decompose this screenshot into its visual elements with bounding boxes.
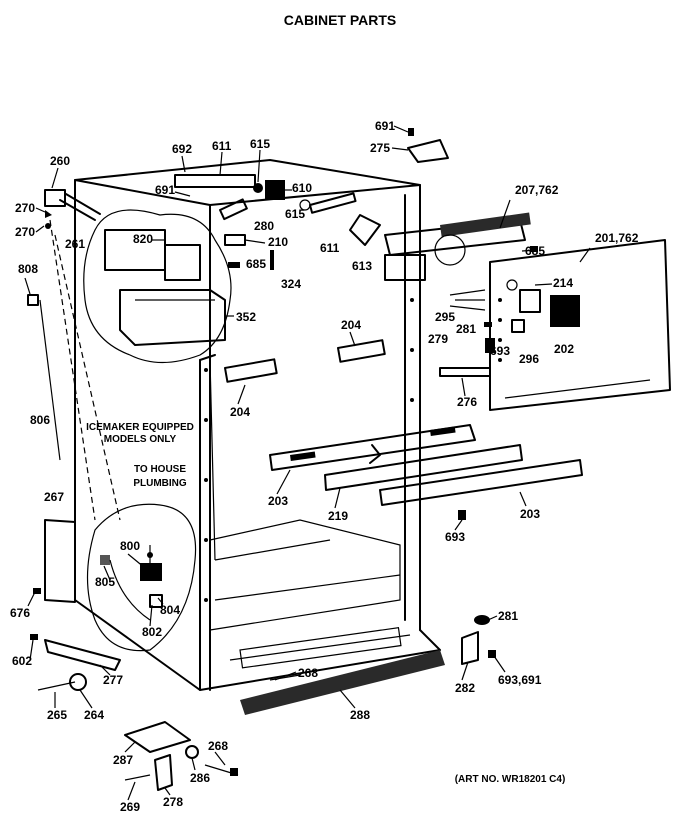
label-805: 805 bbox=[95, 575, 115, 589]
bottom-hinge-parts bbox=[124, 721, 239, 791]
label-602: 602 bbox=[12, 654, 32, 668]
label-281: 281 bbox=[456, 322, 476, 336]
label-268: 268 bbox=[298, 666, 318, 680]
label-278: 278 bbox=[163, 795, 183, 809]
grille bbox=[240, 650, 445, 715]
label-691: 691 bbox=[155, 183, 175, 197]
plumbing-note: TO HOUSE PLUMBING bbox=[133, 464, 187, 489]
label-693-691: 693,691 bbox=[498, 673, 542, 687]
label-270: 270 bbox=[15, 201, 35, 215]
label-286: 286 bbox=[190, 771, 210, 785]
label-806: 806 bbox=[30, 413, 50, 427]
note-house-line1: TO HOUSE bbox=[134, 464, 186, 475]
label-804: 804 bbox=[160, 603, 180, 617]
label-207-762: 207,762 bbox=[515, 183, 559, 197]
diagram-title: CABINET PARTS bbox=[284, 12, 397, 28]
part-labels: 691 275 692 611 615 260 691 610 207,762 … bbox=[10, 119, 639, 814]
label-808: 808 bbox=[18, 262, 38, 276]
label-615: 615 bbox=[250, 137, 270, 151]
label-214: 214 bbox=[553, 276, 573, 290]
label-820: 820 bbox=[133, 232, 153, 246]
label-276: 276 bbox=[457, 395, 477, 409]
label-277: 277 bbox=[103, 673, 123, 687]
label-295: 295 bbox=[435, 310, 455, 324]
plumbing-area bbox=[86, 503, 197, 652]
label-204: 204 bbox=[230, 405, 250, 419]
label-692: 692 bbox=[172, 142, 192, 156]
icemaker-leaders bbox=[39, 219, 121, 521]
icemaker-note: ICEMAKER EQUIPPED MODELS ONLY bbox=[86, 422, 194, 445]
label-204: 204 bbox=[341, 318, 361, 332]
label-615: 615 bbox=[285, 207, 305, 221]
label-201-762: 201,762 bbox=[595, 231, 639, 245]
label-202: 202 bbox=[554, 342, 574, 356]
label-267: 267 bbox=[44, 490, 64, 504]
label-282: 282 bbox=[455, 681, 475, 695]
note-icemaker-line2: MODELS ONLY bbox=[104, 434, 177, 445]
label-685: 685 bbox=[525, 244, 545, 258]
top-hardware bbox=[27, 128, 449, 306]
lower-left-parts bbox=[30, 519, 121, 691]
label-264: 264 bbox=[84, 708, 104, 722]
label-279: 279 bbox=[428, 332, 448, 346]
label-270: 270 bbox=[15, 225, 35, 239]
label-261: 261 bbox=[65, 237, 85, 251]
shelf-rails bbox=[224, 339, 583, 506]
note-icemaker-line1: ICEMAKER EQUIPPED bbox=[86, 422, 194, 433]
label-275: 275 bbox=[370, 141, 390, 155]
label-610: 610 bbox=[292, 181, 312, 195]
refrigerator-cabinet bbox=[74, 159, 441, 691]
label-281: 281 bbox=[498, 609, 518, 623]
evaporator-fan-assembly bbox=[384, 212, 538, 281]
label-802: 802 bbox=[142, 625, 162, 639]
label-260: 260 bbox=[50, 154, 70, 168]
label-287: 287 bbox=[113, 753, 133, 767]
label-613: 613 bbox=[352, 259, 372, 273]
label-676: 676 bbox=[10, 606, 30, 620]
label-693: 693 bbox=[490, 344, 510, 358]
label-288: 288 bbox=[350, 708, 370, 722]
label-800: 800 bbox=[120, 539, 140, 553]
control-panel bbox=[439, 239, 671, 411]
label-203: 203 bbox=[268, 494, 288, 508]
label-691: 691 bbox=[375, 119, 395, 133]
label-693: 693 bbox=[445, 530, 465, 544]
art-number: (ART NO. WR18201 C4) bbox=[455, 774, 566, 785]
hinge-parts bbox=[458, 510, 496, 665]
label-210: 210 bbox=[268, 235, 288, 249]
label-268: 268 bbox=[208, 739, 228, 753]
leader-lines bbox=[24, 125, 591, 801]
label-685: 685 bbox=[246, 257, 266, 271]
note-house-line2: PLUMBING bbox=[133, 478, 187, 489]
label-296: 296 bbox=[519, 352, 539, 366]
label-611: 611 bbox=[320, 241, 340, 255]
label-265: 265 bbox=[47, 708, 67, 722]
label-280: 280 bbox=[254, 219, 274, 233]
icemaker-area bbox=[83, 209, 232, 364]
label-219: 219 bbox=[328, 509, 348, 523]
label-269: 269 bbox=[120, 800, 140, 814]
label-611: 611 bbox=[212, 139, 232, 153]
label-324: 324 bbox=[281, 277, 301, 291]
label-352: 352 bbox=[236, 310, 256, 324]
label-203: 203 bbox=[520, 507, 540, 521]
